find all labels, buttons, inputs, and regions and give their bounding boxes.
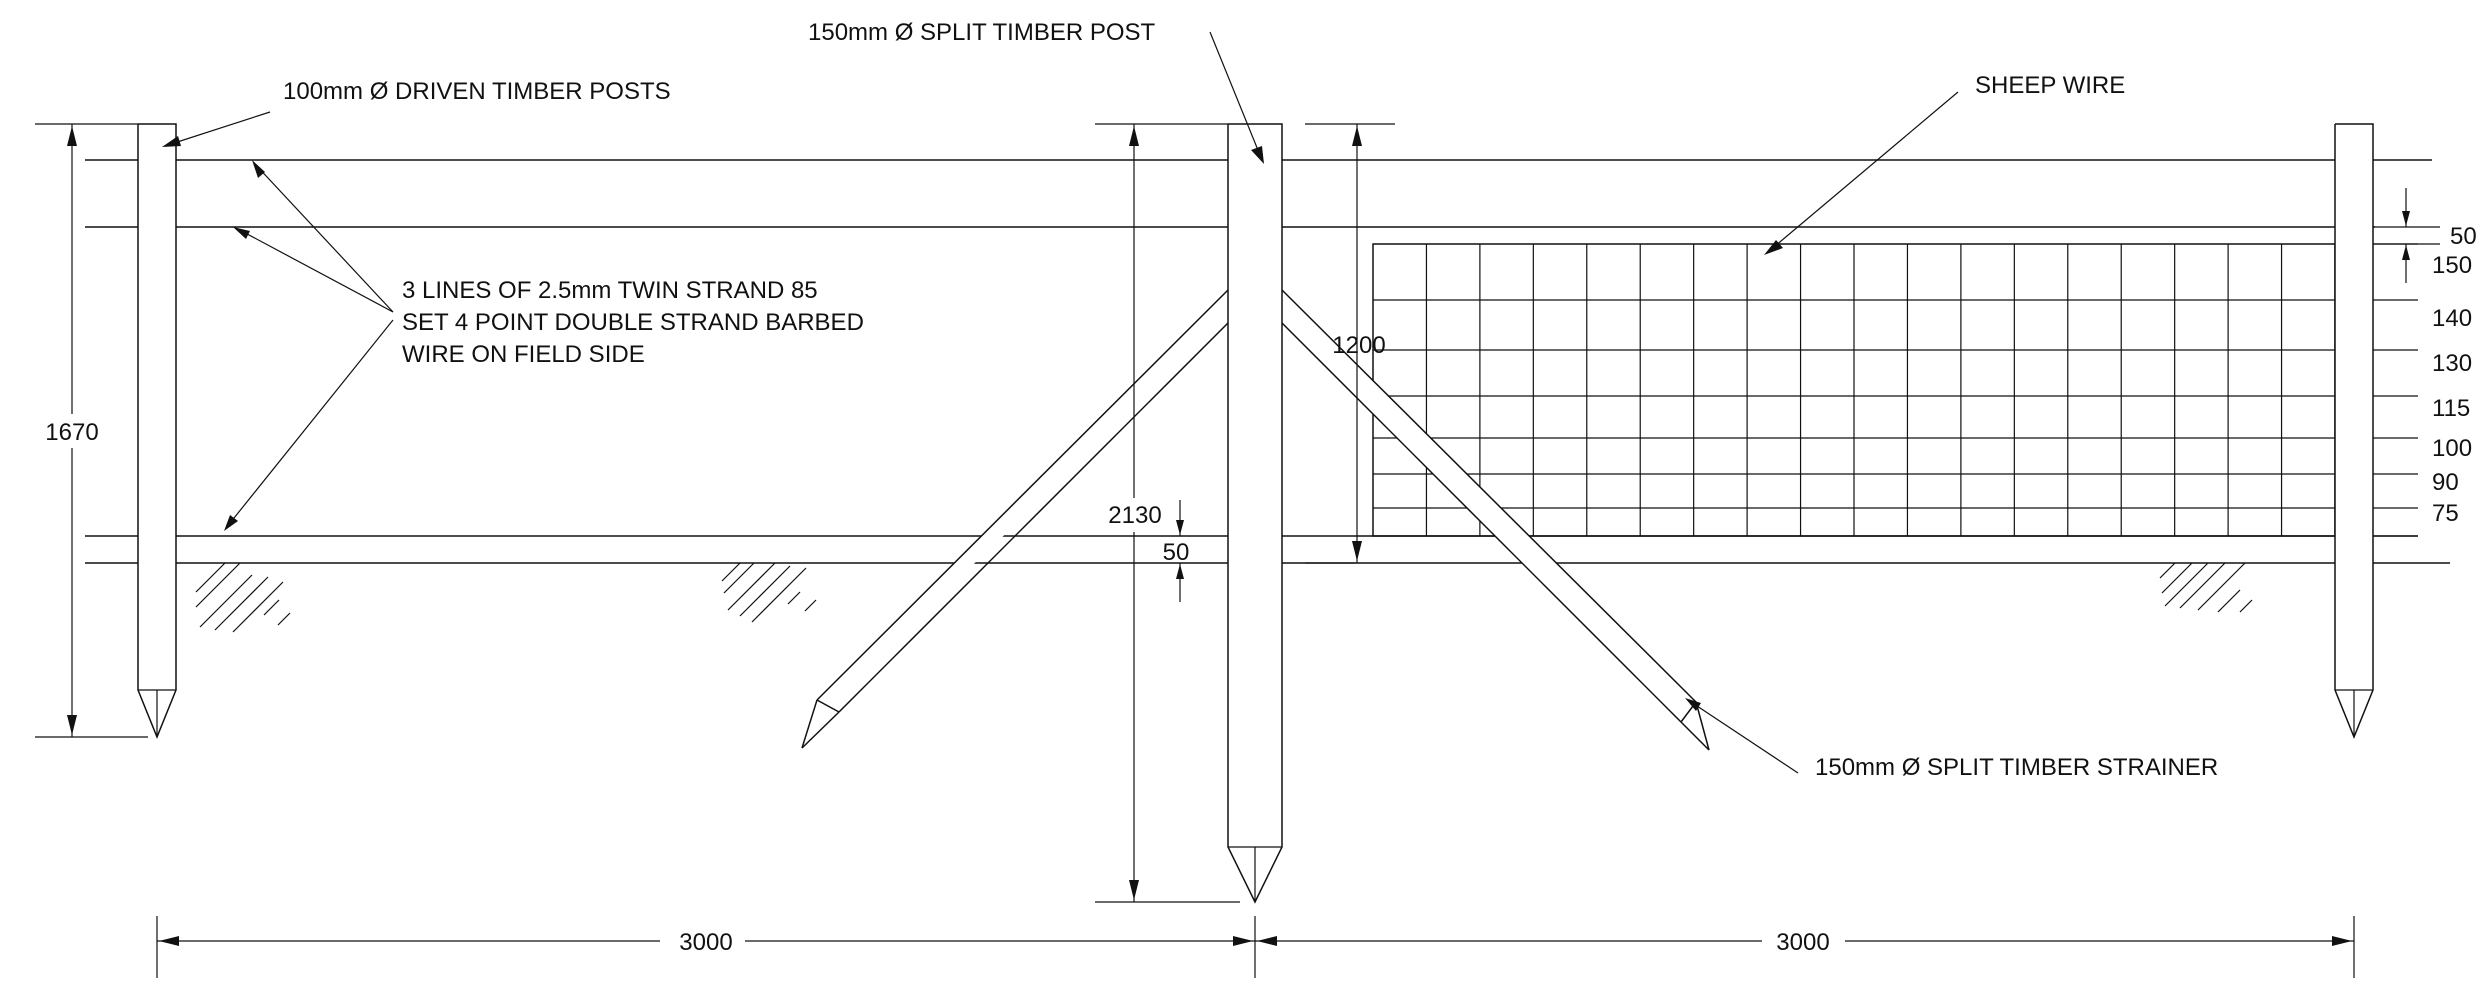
ground-hatch-left [195, 562, 291, 633]
dimension-label-50-top: 50 [2450, 223, 2477, 250]
label-split-timber-strainer: 150mm Ø SPLIT TIMBER STRAINER [1815, 754, 2218, 781]
dimension-1200: 1200 [1305, 123, 1395, 564]
dimension-1670: 1670 [35, 123, 148, 738]
sheep-wire-mesh [1372, 243, 2336, 537]
label-sheep-wire: SHEEP WIRE [1975, 72, 2125, 99]
strainer-brace-right [1281, 289, 1710, 751]
mesh-spacing-label: 75 [2432, 500, 2459, 527]
mesh-spacing-label: 90 [2432, 469, 2459, 496]
leader-driven-posts: 100mm Ø DRIVEN TIMBER POSTS [162, 78, 671, 147]
dimension-50-bottom: 50 [1163, 500, 1190, 602]
mesh-spacing-dimensions: 50 150 140 130 115 100 90 75 [2373, 188, 2477, 537]
dimension-3000-right: 3000 [1255, 916, 2355, 978]
strainer-brace-left [801, 289, 1229, 749]
dimension-label-1670: 1670 [45, 419, 98, 446]
leader-sheep-wire: SHEEP WIRE [1764, 72, 2125, 255]
leader-strainer: 150mm Ø SPLIT TIMBER STRAINER [1685, 698, 2218, 781]
ground-hatch-right [2159, 562, 2253, 613]
mesh-spacing-label: 140 [2432, 305, 2472, 332]
label-barbed-wire-line3: WIRE ON FIELD SIDE [402, 341, 645, 368]
label-barbed-wire-line1: 3 LINES OF 2.5mm TWIN STRAND 85 [402, 277, 818, 304]
label-barbed-wire-line2: SET 4 POINT DOUBLE STRAND BARBED [402, 309, 864, 336]
dimension-label-50-bottom: 50 [1163, 539, 1190, 566]
driven-post-right [2334, 123, 2374, 740]
dimension-label-1200: 1200 [1332, 332, 1385, 359]
mesh-spacing-label: 115 [2432, 395, 2470, 422]
ground-hatch-middle [721, 562, 817, 623]
mesh-spacing-label: 130 [2432, 350, 2472, 377]
mesh-spacing-label: 150 [2432, 252, 2472, 279]
label-driven-timber-posts: 100mm Ø DRIVEN TIMBER POSTS [283, 78, 671, 105]
dimension-label-3000-left: 3000 [679, 929, 732, 956]
mesh-spacing-label: 100 [2432, 435, 2472, 462]
leader-barbed-wire: 3 LINES OF 2.5mm TWIN STRAND 85 SET 4 PO… [224, 160, 864, 531]
leader-split-post: 150mm Ø SPLIT TIMBER POST [808, 19, 1264, 164]
label-split-timber-post: 150mm Ø SPLIT TIMBER POST [808, 19, 1156, 46]
dimension-label-2130: 2130 [1108, 502, 1161, 529]
split-timber-post-center [1227, 123, 1283, 904]
dimension-label-3000-right: 3000 [1776, 929, 1829, 956]
dimension-2130: 2130 [1095, 123, 1240, 903]
dimension-3000-left: 3000 [156, 916, 1256, 978]
driven-post-left [137, 123, 177, 740]
